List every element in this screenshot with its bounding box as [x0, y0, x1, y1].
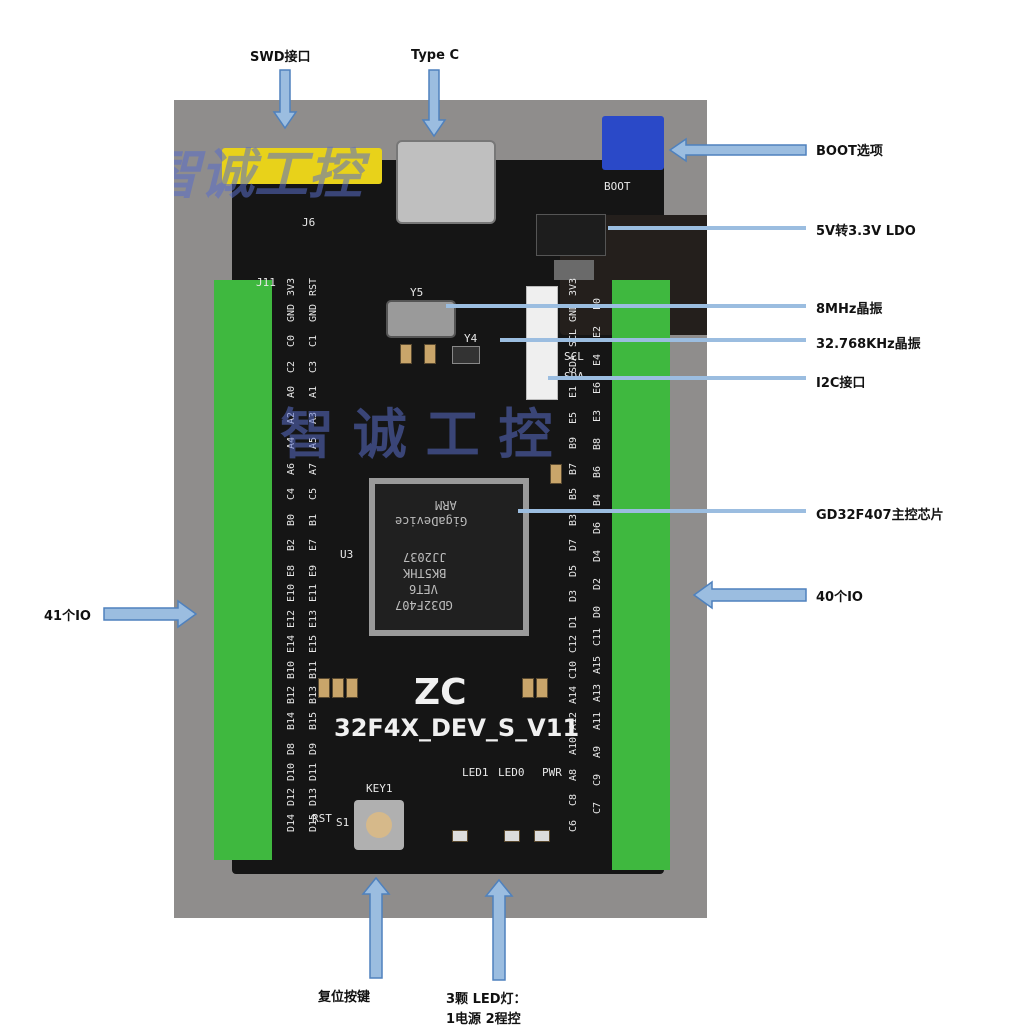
label-led-line1: 3颗 LED灯： — [446, 992, 527, 1007]
crystal-8mhz — [386, 300, 456, 338]
label-led-line2: 1电源 2程控 — [446, 1012, 521, 1027]
silk-led0: LED0 — [498, 766, 525, 779]
ldo-cap — [554, 260, 594, 280]
smd-cap — [522, 678, 534, 698]
silk-led1: LED1 — [462, 766, 489, 779]
smd-cap — [536, 678, 548, 698]
label-mcu: GD32F407主控芯片 — [816, 508, 944, 523]
led-2 — [504, 830, 520, 842]
silk-y4: Y4 — [464, 332, 478, 345]
smd-cap — [400, 344, 412, 364]
label-xtal32: 32.768KHz晶振 — [816, 337, 921, 352]
usb-typec-connector — [396, 140, 496, 224]
smd-cap — [332, 678, 344, 698]
silk-rst: RST — [312, 812, 332, 825]
label-boot: BOOT选项 — [816, 144, 883, 159]
smd-cap — [318, 678, 330, 698]
arrow-boot — [668, 137, 807, 163]
label-io40: 40个IO — [816, 590, 863, 605]
silk-u3: U3 — [340, 548, 354, 561]
led-power — [534, 830, 550, 842]
crystal-32k — [452, 346, 480, 364]
label-swd: SWD接口 — [250, 50, 311, 65]
boot-jumper — [602, 116, 664, 170]
led-1 — [452, 830, 468, 842]
smd-cap — [346, 678, 358, 698]
left-pin-header — [214, 280, 272, 860]
arrow-swd — [272, 69, 298, 130]
silk-scl: SCL — [564, 350, 584, 363]
label-ldo: 5V转3.3V LDO — [816, 224, 916, 239]
silk-j11: J11 — [256, 276, 276, 289]
board-photo: GigaDevice GD32F407 VET6 BK5THK JJ2037 A… — [174, 100, 707, 918]
smd-cap — [424, 344, 436, 364]
arrow-io41 — [103, 599, 198, 629]
watermark-center: 智 诚 工 控 — [280, 402, 553, 466]
label-reset: 复位按键 — [318, 990, 371, 1005]
reset-button — [354, 800, 404, 850]
silk-j6: J6 — [302, 216, 316, 229]
ldo-regulator — [536, 214, 606, 256]
silk-s1: S1 — [336, 816, 350, 829]
swd-header — [222, 148, 382, 184]
silk-pwr: PWR — [542, 766, 562, 779]
label-io41: 41个IO — [44, 609, 91, 624]
label-typec: Type C — [411, 48, 459, 63]
reset-button-cap — [366, 812, 392, 838]
silk-key: KEY1 — [366, 782, 393, 795]
silk-boot: BOOT — [604, 180, 631, 193]
board-model: 32F4X_DEV_S_V11 — [334, 714, 580, 742]
arrow-led — [484, 878, 514, 981]
arrow-reset — [361, 876, 391, 979]
label-xtal8: 8MHz晶振 — [816, 302, 883, 317]
label-i2c: I2C接口 — [816, 376, 866, 391]
arrow-typec — [421, 69, 447, 138]
board-brand: ZC — [414, 672, 467, 713]
smd-cap — [550, 464, 562, 484]
arrow-io40 — [692, 580, 807, 610]
mcu-chip: GigaDevice GD32F407 VET6 BK5THK JJ2037 A… — [369, 478, 529, 636]
silk-y5: Y5 — [410, 286, 424, 299]
